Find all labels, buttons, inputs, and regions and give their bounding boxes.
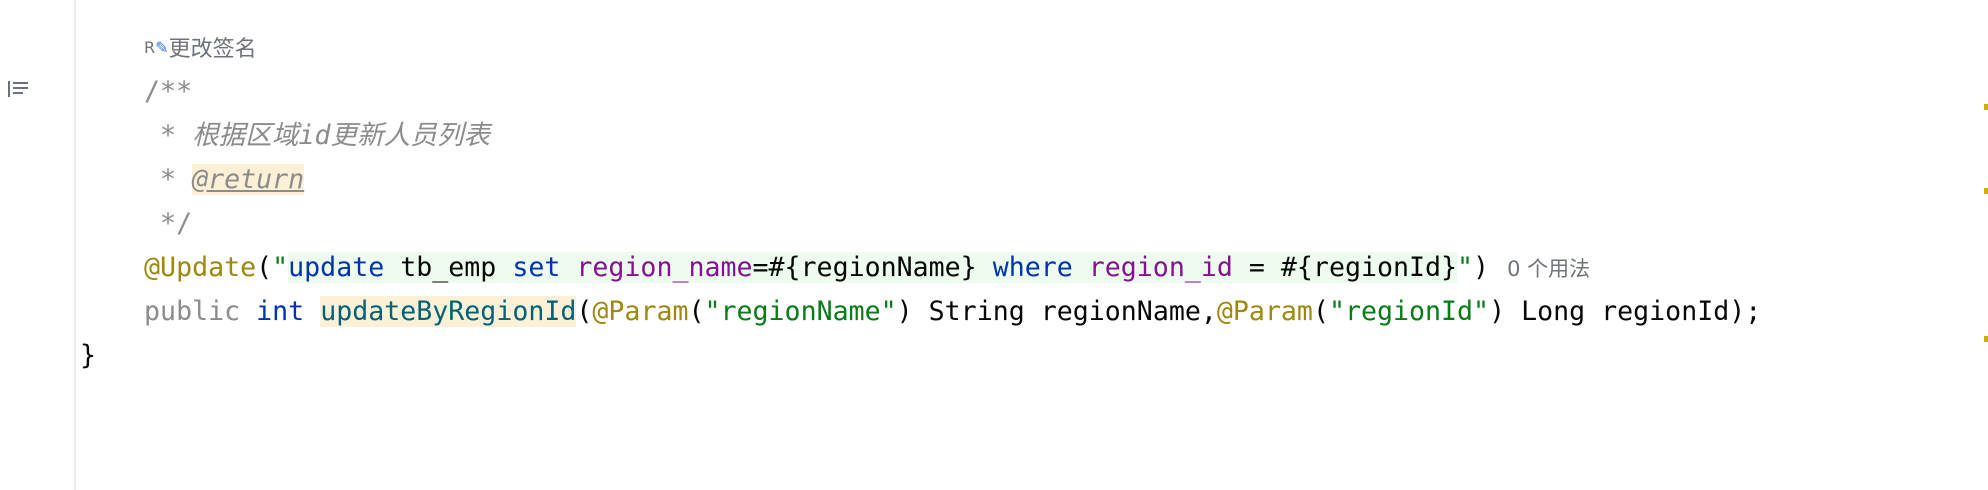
param-decl: ) Long regionId); [1489, 296, 1762, 327]
sql-keyword: where [992, 252, 1073, 283]
gutter-divider [74, 0, 76, 490]
scrollbar-marker[interactable] [1984, 336, 1988, 342]
return-type: int [256, 296, 305, 327]
code-line: @Update("update tb_emp set region_name=#… [80, 246, 1761, 290]
usages-hint[interactable]: 0 个用法 [1507, 257, 1591, 281]
javadoc-star: * [144, 164, 193, 195]
code-editor[interactable]: R✎更改签名 /** * 根据区域id更新人员列表 * @return */ @… [80, 26, 1761, 378]
code-line: * @return [80, 158, 1761, 202]
javadoc-open: /** [144, 76, 193, 107]
param-string: "regionId" [1328, 296, 1490, 327]
code-line: public int updateByRegionId(@Param("regi… [80, 290, 1761, 334]
sql-keyword: update [288, 252, 385, 283]
method-name[interactable]: updateByRegionId [320, 296, 577, 327]
paren: ( [688, 296, 705, 327]
code-line: } [80, 334, 1761, 378]
param-annotation: @Param [592, 296, 689, 327]
sql-column: region_id [1088, 252, 1233, 283]
rename-pencil-icon[interactable]: R✎ [144, 38, 169, 57]
sql-injection: update tb_emp set region_name=#{regionNa… [288, 252, 1458, 283]
paren: ) [1473, 252, 1490, 283]
code-line: * 根据区域id更新人员列表 [80, 114, 1761, 158]
param-decl: ) String regionName, [896, 296, 1217, 327]
javadoc-star: * [144, 120, 193, 151]
scrollbar-marker[interactable] [1984, 104, 1988, 110]
modifier: public [144, 296, 241, 327]
code-line: /** [80, 70, 1761, 114]
sql-expr: =#{regionName} [752, 252, 993, 283]
quote: " [1457, 252, 1474, 283]
code-line: */ [80, 202, 1761, 246]
sql-expr: = #{regionId} [1232, 252, 1458, 283]
sql-table: tb_emp [384, 252, 513, 283]
closing-brace: } [80, 340, 97, 371]
sql-column: region_name [576, 252, 753, 283]
sql-keyword: set [512, 252, 561, 283]
paren: ( [576, 296, 593, 327]
quote: " [272, 252, 289, 283]
scrollbar-marker[interactable] [1984, 188, 1988, 194]
paren: ( [256, 252, 273, 283]
param-string: "regionName" [704, 296, 897, 327]
param-annotation: @Param [1216, 296, 1313, 327]
javadoc-close: */ [144, 208, 193, 239]
structure-icon[interactable] [8, 80, 30, 98]
javadoc-text: 根据区域id更新人员列表 [192, 120, 491, 151]
javadoc-return-tag: @return [192, 164, 305, 195]
paren: ( [1312, 296, 1329, 327]
change-signature-hint[interactable]: 更改签名 [168, 37, 257, 62]
inlay-hint-line: R✎更改签名 [80, 26, 1761, 70]
update-annotation: @Update [144, 252, 257, 283]
